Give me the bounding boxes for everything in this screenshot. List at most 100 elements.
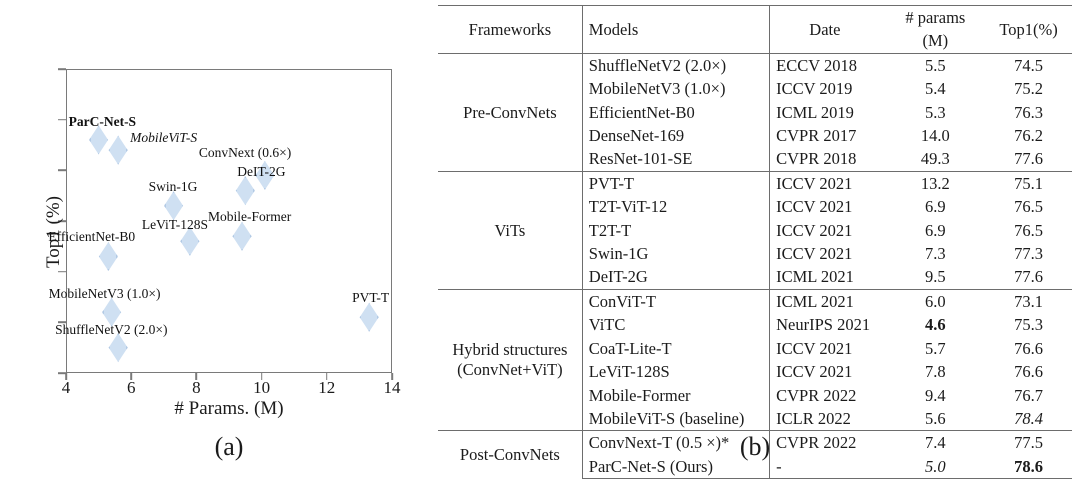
cell-top1: 78.4 bbox=[1014, 408, 1043, 428]
y-tick-mark bbox=[58, 169, 66, 172]
cell-date: ICCV 2021 bbox=[776, 197, 853, 217]
cell-params: 7.4 bbox=[885, 430, 986, 455]
cell-params: 49.3 bbox=[920, 149, 950, 169]
data-point-marker bbox=[89, 125, 109, 155]
cell-top1: 76.5 bbox=[1014, 220, 1043, 240]
cell-model: PVT-T bbox=[582, 170, 771, 196]
cell-params: 14.0 bbox=[920, 126, 950, 146]
figure-a-caption: (a) bbox=[214, 432, 244, 461]
data-point-label: DeIT-2G bbox=[237, 163, 286, 179]
framework-group-label: ViTs bbox=[438, 170, 583, 290]
framework-group-label: Post-ConvNets bbox=[438, 430, 583, 479]
data-point-label: EfficientNet-B0 bbox=[48, 229, 136, 245]
y-tick-mark bbox=[58, 118, 66, 121]
cell-model: ViTC bbox=[582, 313, 771, 337]
data-point-label: LeViT-128S bbox=[141, 217, 209, 233]
cell-date: CVPR 2022 bbox=[776, 385, 857, 405]
x-tick-mark bbox=[326, 373, 328, 380]
cell-params: 5.4 bbox=[925, 79, 946, 99]
x-tick-label: 8 bbox=[192, 378, 201, 397]
cell-date: ICCV 2021 bbox=[776, 338, 853, 358]
x-axis-label: # Params. (M) bbox=[174, 398, 284, 419]
data-point-marker bbox=[255, 160, 275, 190]
cell-top1: 76.3 bbox=[1014, 102, 1043, 122]
cell-date: ICCV 2021 bbox=[769, 170, 886, 196]
cell-date: ICML 2021 bbox=[776, 267, 854, 287]
x-tick-label: 14 bbox=[383, 378, 401, 397]
data-point-label: ConvNext (0.6×) bbox=[198, 145, 292, 161]
cell-model: T2T-ViT-12 bbox=[582, 195, 771, 219]
cell-date: CVPR 2018 bbox=[776, 149, 857, 169]
cell-model: EfficientNet-B0 bbox=[582, 100, 771, 125]
cell-top1: 77.6 bbox=[1014, 267, 1043, 287]
framework-group-label: Hybrid structures(ConvNet+ViT) bbox=[438, 288, 583, 431]
cell-top1: 76.6 bbox=[1014, 362, 1043, 382]
data-point-marker bbox=[108, 135, 128, 165]
data-point-label: ParC-Net-S bbox=[68, 113, 137, 129]
data-point-label: MobileViT-S bbox=[130, 130, 198, 146]
cell-model: ShuffleNetV2 (2.0×) bbox=[582, 52, 771, 78]
header-params: # params (M) bbox=[885, 5, 986, 54]
cell-params: 9.5 bbox=[925, 267, 946, 287]
x-tick-mark bbox=[195, 373, 198, 380]
cell-model: ConViT-T bbox=[582, 288, 771, 314]
cell-top1: 76.2 bbox=[1014, 126, 1043, 146]
x-tick-mark bbox=[260, 373, 263, 380]
cell-model: Swin-1G bbox=[582, 242, 771, 266]
cell-date: ICML 2019 bbox=[776, 102, 854, 122]
data-point-label: MobileNetV3 (1.0×) bbox=[48, 286, 161, 302]
y-tick-mark bbox=[58, 372, 66, 374]
data-point-marker bbox=[108, 333, 128, 363]
cell-date: ICCV 2021 bbox=[776, 244, 853, 264]
cell-top1: 74.5 bbox=[985, 52, 1072, 78]
data-point-marker bbox=[164, 191, 184, 221]
cell-date: - bbox=[769, 454, 886, 480]
y-tick-mark bbox=[58, 270, 66, 273]
cell-params: 5.6 bbox=[925, 408, 946, 428]
data-point-marker bbox=[235, 176, 255, 206]
framework-label-line-1: Hybrid structures bbox=[452, 340, 568, 360]
cell-params: 5.7 bbox=[925, 338, 946, 358]
cell-date: CVPR 2017 bbox=[776, 126, 857, 146]
data-point-marker bbox=[232, 221, 252, 251]
cell-top1: 75.1 bbox=[985, 170, 1072, 196]
data-point-label: ShuffleNetV2 (2.0×) bbox=[55, 321, 168, 337]
data-point-marker bbox=[102, 297, 122, 327]
cell-params: 6.9 bbox=[925, 197, 946, 217]
framework-group-label: Pre-ConvNets bbox=[438, 52, 583, 172]
header-frameworks: Frameworks bbox=[438, 5, 583, 54]
cell-date: NeurIPS 2021 bbox=[776, 315, 871, 335]
cell-params: 5.5 bbox=[885, 52, 986, 78]
cell-top1: 75.2 bbox=[1014, 79, 1043, 99]
cell-model: DeIT-2G bbox=[582, 265, 771, 290]
cell-top1: 75.3 bbox=[1014, 315, 1043, 335]
x-tick-mark bbox=[130, 373, 132, 380]
cell-date: ICML 2021 bbox=[769, 288, 886, 314]
cell-model: Mobile-Former bbox=[582, 383, 771, 407]
cell-date: ICCV 2021 bbox=[776, 362, 853, 382]
cell-top1: 76.7 bbox=[1014, 385, 1043, 405]
cell-date: ICCV 2021 bbox=[776, 220, 853, 240]
cell-params: 9.4 bbox=[925, 385, 946, 405]
framework-label-line-2: (ConvNet+ViT) bbox=[457, 360, 563, 380]
cell-model: DenseNet-169 bbox=[582, 124, 771, 148]
cell-model: LeViT-128S bbox=[582, 360, 771, 384]
cell-top1: 76.6 bbox=[1014, 338, 1043, 358]
data-point-marker bbox=[359, 302, 379, 332]
